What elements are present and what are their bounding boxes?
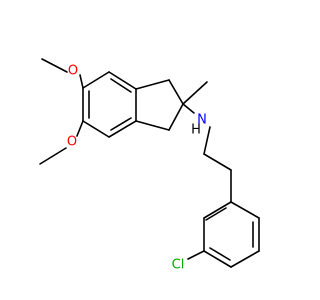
bond-ring-a5	[82, 120, 110, 138]
bond-methoxy-lower-methyl	[39, 147, 67, 165]
bond-ring-c1-double	[205, 207, 227, 221]
chlorine-label: Cl	[172, 258, 185, 273]
bond-amine-left	[182, 103, 195, 114]
bond-amine-right	[203, 126, 211, 155]
bond-ring-b2	[168, 79, 184, 105]
oxygen-lower-label: O	[67, 135, 77, 150]
bond-ring-c3-double	[209, 247, 231, 261]
bond-methoxy-upper-ring	[79, 74, 84, 89]
bond-ring-a1	[82, 71, 110, 89]
bond-ring-a2	[108, 71, 137, 90]
bond-chloro	[187, 250, 205, 260]
bond-ring-a2-double	[110, 78, 132, 93]
chemical-structure: O O N H Cl	[39, 58, 260, 273]
amine-hydrogen-label: H	[191, 123, 201, 138]
bond-ring-a4	[108, 120, 137, 138]
bond-ring-c3	[203, 250, 232, 268]
bond-layer	[39, 58, 260, 268]
bond-methoxy-lower-ring	[76, 120, 84, 137]
bond-ring-b3	[168, 103, 184, 131]
bond-ring-c6	[230, 201, 260, 219]
bond-methyl	[182, 81, 208, 105]
bond-ring-b1	[135, 79, 170, 90]
oxygen-upper-label: O	[68, 64, 78, 79]
atom-labels: O O N H Cl	[67, 64, 207, 273]
bond-ring-c4	[230, 250, 260, 268]
bond-ring-a4-double	[110, 117, 132, 131]
bond-ring-b4	[135, 120, 170, 131]
bond-ring-c1	[203, 201, 232, 219]
bond-methoxy-upper-methyl	[41, 58, 68, 73]
nitrogen-label: N	[197, 113, 207, 128]
bond-ethyl-1	[203, 153, 232, 171]
